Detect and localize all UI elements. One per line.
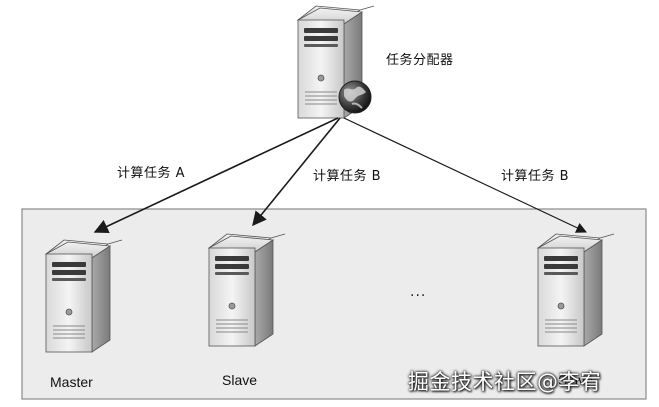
slave-label: Slave — [558, 372, 594, 388]
edge-label-task-b: 计算任务 B — [313, 169, 382, 184]
master-label: Master — [50, 374, 93, 390]
arrow-to-master — [93, 117, 339, 234]
globe-icon — [338, 80, 372, 114]
arrow-to-slave-1 — [252, 117, 341, 227]
arrow-to-slave-2 — [343, 117, 587, 233]
watermark: 掘金技术社区@李宥 — [408, 370, 602, 394]
ellipsis: ... — [410, 284, 427, 300]
edge-label-task-a: 计算任务 A — [117, 166, 186, 181]
slave-label: Slave — [222, 372, 258, 388]
scheduler-label: 任务分配器 — [386, 53, 454, 68]
edge-label-task-b: 计算任务 B — [501, 169, 570, 184]
